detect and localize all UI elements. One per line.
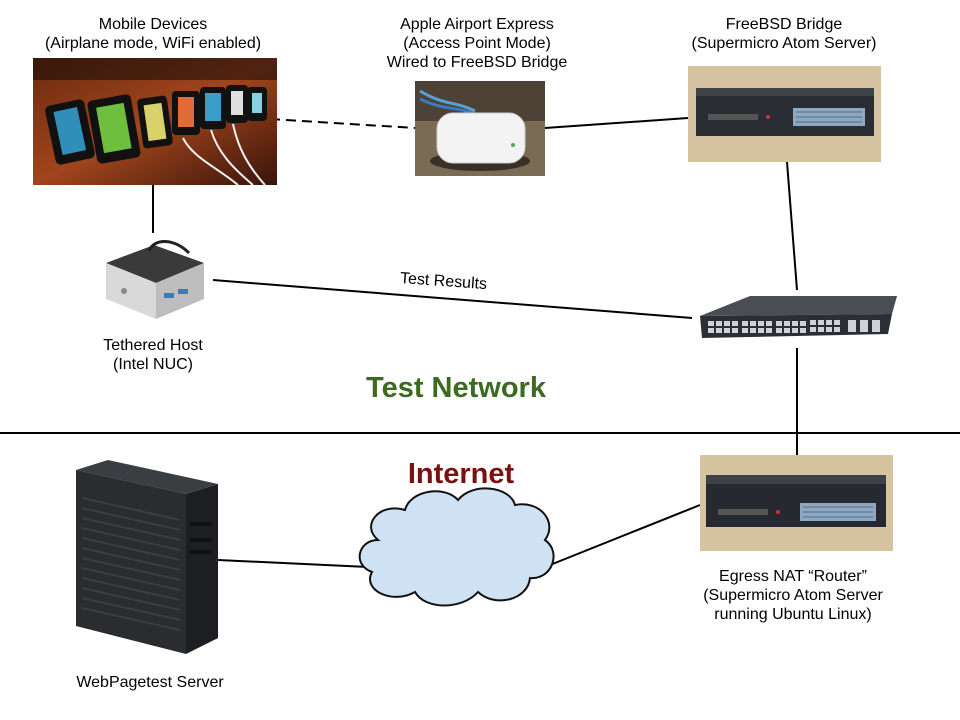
tethered-host-label-line-1: Tethered Host bbox=[103, 337, 203, 354]
freebsd-bridge-image bbox=[688, 66, 881, 162]
egress-router-label-line-2: (Supermicro Atom Server bbox=[703, 587, 883, 604]
freebsd-bridge-label-line-1: FreeBSD Bridge bbox=[725, 16, 843, 33]
test-network-section-label: Test Network bbox=[366, 372, 546, 404]
internet-section-label: Internet bbox=[407, 458, 515, 490]
egress-router-label-line-3: running Ubuntu Linux) bbox=[714, 606, 872, 623]
link-egress-cloud bbox=[549, 504, 701, 566]
airport-express-label: Apple Airport Express (Access Point Mode… bbox=[387, 15, 568, 72]
mobile-devices-label: Mobile Devices (Airplane mode, WiFi enab… bbox=[45, 15, 261, 53]
tethered-host-label-line-2: (Intel NUC) bbox=[112, 356, 194, 373]
link-bridge-switch bbox=[786, 161, 798, 291]
egress-router-image bbox=[700, 455, 893, 551]
link-mobile-airport bbox=[269, 118, 416, 129]
mobile-devices-label-line-2: (Airplane mode, WiFi enabled) bbox=[44, 35, 262, 52]
airport-express-label-line-1: Apple Airport Express bbox=[400, 16, 554, 33]
mobile-devices-label-line-1: Mobile Devices bbox=[98, 16, 208, 33]
webpagetest-server-label-line-1: WebPagetest Server bbox=[76, 674, 224, 691]
egress-router-label: Egress NAT “Router” (Supermicro Atom Ser… bbox=[703, 567, 883, 624]
freebsd-bridge-label: FreeBSD Bridge (Supermicro Atom Server) bbox=[692, 15, 877, 53]
webpagetest-server-label: WebPagetest Server bbox=[76, 673, 223, 692]
link-tethered-switch bbox=[212, 279, 693, 319]
mobile-devices-image bbox=[33, 58, 277, 185]
freebsd-bridge-label-line-2: (Supermicro Atom Server) bbox=[691, 35, 877, 52]
link-airport-bridge bbox=[544, 117, 689, 129]
tethered-host-label: Tethered Host (Intel NUC) bbox=[103, 336, 203, 374]
webpagetest-server-image bbox=[68, 458, 220, 658]
internet-cloud-icon bbox=[358, 487, 555, 607]
airport-express-label-line-3: Wired to FreeBSD Bridge bbox=[386, 54, 568, 71]
link-server-cloud bbox=[217, 559, 369, 568]
egress-router-label-line-1: Egress NAT “Router” bbox=[719, 568, 867, 585]
tethered-host-image bbox=[94, 233, 213, 327]
airport-express-image bbox=[415, 81, 545, 176]
network-switch-image bbox=[692, 290, 902, 348]
airport-express-label-line-2: (Access Point Mode) bbox=[403, 35, 551, 52]
